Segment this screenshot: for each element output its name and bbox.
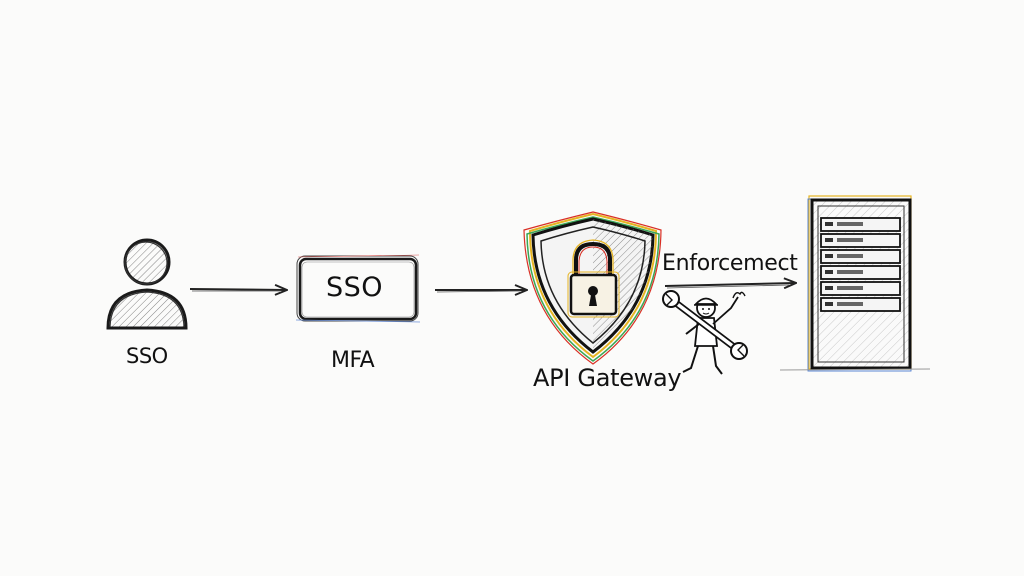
- arrow-sso-to-gateway: [435, 290, 526, 292]
- server-rack-icon: [779, 195, 931, 372]
- sso-box: [295, 254, 421, 323]
- mfa-label: MFA: [331, 348, 375, 373]
- sso-box-label: SSO: [326, 272, 384, 303]
- arrow-gateway-to-server: [664, 283, 795, 288]
- enforcement-label: Enforcemect: [662, 251, 798, 276]
- user-label: SSO: [126, 344, 168, 368]
- api-gateway-label: API Gateway: [533, 364, 682, 392]
- server-slots: [820, 217, 901, 312]
- arrow-user-to-sso: [189, 289, 286, 291]
- shield-padlock-icon: [523, 211, 662, 365]
- user-icon: [106, 238, 188, 330]
- mechanic-with-wrench-icon: [662, 290, 748, 375]
